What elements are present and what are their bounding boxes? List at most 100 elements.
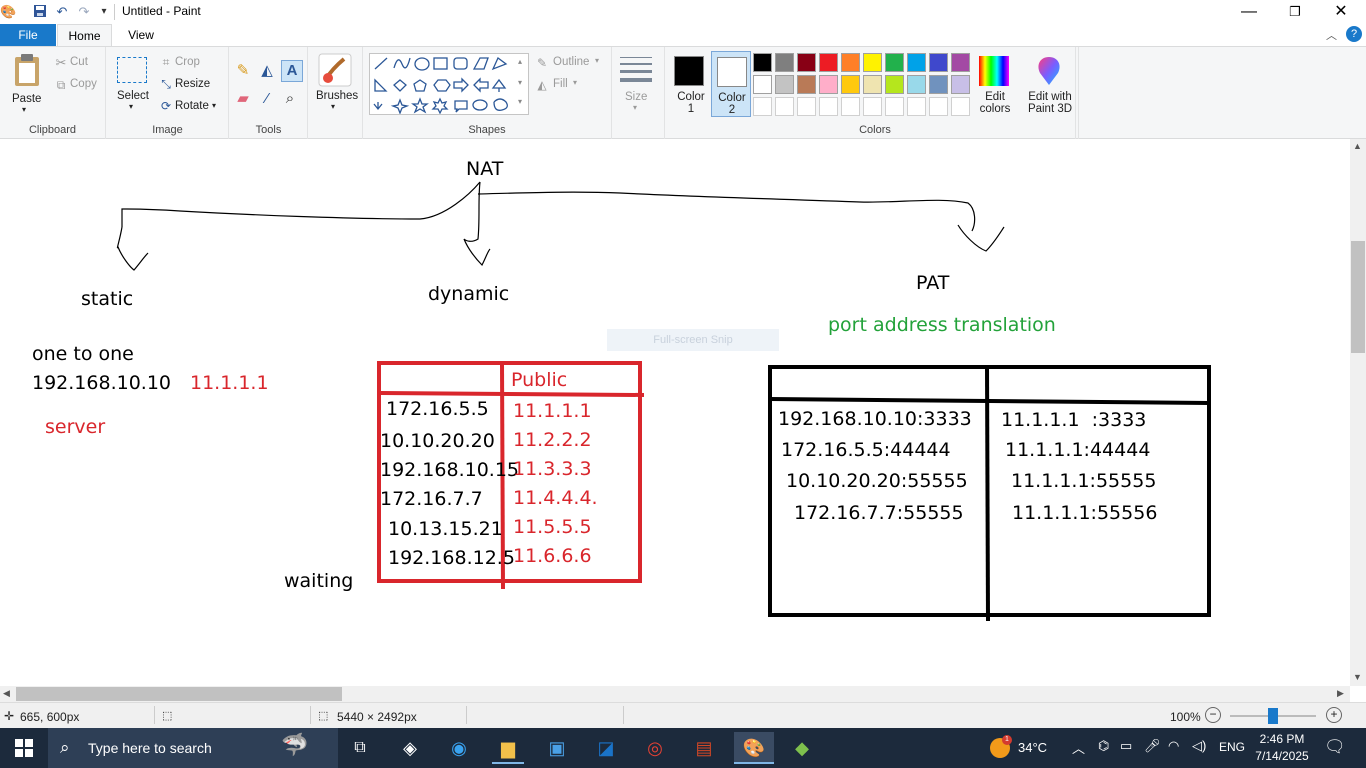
eraser-icon[interactable]: ▰ — [237, 90, 249, 107]
powerpoint-icon[interactable]: ▤ — [695, 738, 713, 758]
paint3d-button[interactable]: Edit with Paint 3D — [1020, 51, 1080, 121]
custom-color-swatch[interactable] — [753, 97, 772, 116]
shapes-gallery[interactable] — [369, 53, 529, 115]
paint-taskbar-icon[interactable]: 🎨 — [734, 732, 774, 764]
color1-button[interactable]: Color 1 — [671, 51, 707, 117]
paste-button[interactable]: Paste ▾ — [6, 51, 48, 114]
tab-view[interactable]: View — [128, 28, 154, 42]
palette-color-swatch[interactable] — [819, 75, 838, 94]
search-box[interactable]: ⌕ Type here to search 🦈 — [48, 728, 338, 768]
palette-color-swatch[interactable] — [775, 53, 794, 72]
custom-color-swatch[interactable] — [863, 97, 882, 116]
color2-button[interactable]: Color 2 — [711, 51, 751, 117]
edit-colors-button[interactable]: Edit colors — [975, 51, 1013, 121]
save-icon[interactable] — [32, 4, 48, 20]
scroll-up-icon[interactable]: ▲ — [1353, 141, 1362, 151]
zoom-out-button[interactable]: − — [1205, 707, 1221, 723]
palette-color-swatch[interactable] — [863, 53, 882, 72]
help-icon[interactable]: ? — [1346, 26, 1362, 42]
custom-color-swatch[interactable] — [775, 97, 794, 116]
customize-toolbar-icon[interactable]: ▾ — [101, 6, 107, 17]
drawing-canvas[interactable]: NAT static dynamic PAT port address tran… — [0, 139, 1350, 686]
palette-color-swatch[interactable] — [863, 75, 882, 94]
shapes-scroll-up-icon[interactable]: ▴ — [518, 57, 523, 66]
cut-button[interactable]: Cut — [70, 56, 88, 68]
vertical-scroll-thumb[interactable] — [1351, 241, 1365, 353]
shapes-scroll-down-icon[interactable]: ▾ — [518, 78, 523, 87]
copilot-icon[interactable]: ◈ — [403, 738, 417, 758]
palette-color-swatch[interactable] — [775, 75, 794, 94]
vertical-scrollbar[interactable]: ▲ ▼ — [1350, 139, 1366, 686]
wifi-icon[interactable]: ◠ — [1168, 738, 1180, 753]
clock-time[interactable]: 2:46 PM — [1259, 732, 1305, 746]
horizontal-scroll-thumb[interactable] — [16, 687, 342, 701]
color-picker-icon[interactable]: ⁄ — [265, 90, 269, 107]
resize-button[interactable]: Resize — [175, 78, 211, 90]
pencil-icon[interactable]: ✎ — [236, 62, 250, 79]
rotate-button[interactable]: Rotate — [175, 100, 209, 112]
weather-temp[interactable]: 34°C — [1018, 740, 1048, 755]
start-button[interactable] — [8, 732, 40, 764]
volume-icon[interactable]: ◁) — [1192, 738, 1207, 753]
custom-color-swatch[interactable] — [841, 97, 860, 116]
zoom-slider-thumb[interactable] — [1268, 708, 1278, 724]
custom-color-swatch[interactable] — [951, 97, 970, 116]
custom-color-swatch[interactable] — [929, 97, 948, 116]
outline-button[interactable]: Outline — [553, 56, 590, 68]
magnifier-icon[interactable]: ⌕ — [285, 90, 295, 107]
edge-icon[interactable]: ◉ — [451, 738, 467, 758]
app-taskbar-icon[interactable]: ◆ — [795, 738, 809, 758]
battery-icon[interactable]: ▭ — [1120, 738, 1133, 753]
notifications-icon[interactable]: 🗨︎ — [1324, 737, 1346, 756]
maximize-button[interactable]: ❐ — [1289, 4, 1301, 19]
show-hidden-icons[interactable]: ︿ — [1072, 741, 1086, 756]
palette-color-swatch[interactable] — [885, 75, 904, 94]
palette-color-swatch[interactable] — [907, 53, 926, 72]
close-button[interactable]: ✕ — [1334, 3, 1348, 20]
palette-color-swatch[interactable] — [885, 53, 904, 72]
language-indicator[interactable]: ENG — [1219, 740, 1246, 754]
tab-home[interactable]: Home — [57, 24, 112, 47]
custom-color-swatch[interactable] — [797, 97, 816, 116]
palette-color-swatch[interactable] — [841, 75, 860, 94]
palette-color-swatch[interactable] — [797, 75, 816, 94]
custom-color-swatch[interactable] — [819, 97, 838, 116]
undo-icon[interactable]: ↶ — [56, 4, 68, 19]
clock-date[interactable]: 7/14/2025 — [1255, 749, 1309, 763]
fill-button[interactable]: Fill — [553, 78, 568, 90]
microphone-icon[interactable]: 🎤︎ — [1144, 738, 1161, 753]
size-button[interactable]: Size ▾ — [614, 47, 662, 139]
text-tool-icon[interactable]: A — [281, 60, 303, 82]
select-button[interactable]: Select ▾ — [115, 53, 149, 113]
collapse-ribbon-icon[interactable]: ︿ — [1326, 30, 1337, 42]
tab-file[interactable]: File — [0, 24, 56, 46]
palette-color-swatch[interactable] — [753, 53, 772, 72]
file-explorer-icon[interactable]: ▆ — [492, 732, 524, 764]
palette-color-swatch[interactable] — [797, 53, 816, 72]
scroll-right-icon[interactable]: ▶ — [1337, 688, 1344, 698]
outlook-icon[interactable]: ◪ — [597, 738, 615, 758]
horizontal-scrollbar[interactable]: ◀ ▶ — [0, 686, 1350, 702]
scroll-down-icon[interactable]: ▼ — [1353, 672, 1362, 682]
zoom-in-button[interactable]: + — [1326, 707, 1342, 723]
palette-color-swatch[interactable] — [907, 75, 926, 94]
palette-color-swatch[interactable] — [753, 75, 772, 94]
fill-bucket-icon[interactable]: ◭ — [261, 62, 273, 79]
redo-icon[interactable]: ↷ — [78, 4, 90, 19]
minimize-button[interactable]: — — [1241, 3, 1257, 20]
crop-button[interactable]: Crop — [175, 56, 200, 68]
palette-color-swatch[interactable] — [929, 53, 948, 72]
palette-color-swatch[interactable] — [841, 53, 860, 72]
store-icon[interactable]: ▣ — [548, 738, 566, 758]
palette-color-swatch[interactable] — [951, 75, 970, 94]
custom-color-swatch[interactable] — [907, 97, 926, 116]
palette-color-swatch[interactable] — [929, 75, 948, 94]
brushes-button[interactable]: Brushes ▾ — [310, 47, 360, 139]
scroll-left-icon[interactable]: ◀ — [3, 688, 10, 698]
meet-icon[interactable]: ⌬ — [1098, 738, 1110, 753]
chrome-icon[interactable]: ◎ — [647, 738, 663, 758]
palette-color-swatch[interactable] — [951, 53, 970, 72]
shapes-expand-icon[interactable]: ▾ — [518, 97, 523, 106]
task-view-icon[interactable]: ⧉ — [354, 739, 366, 756]
copy-button[interactable]: Copy — [70, 78, 97, 90]
